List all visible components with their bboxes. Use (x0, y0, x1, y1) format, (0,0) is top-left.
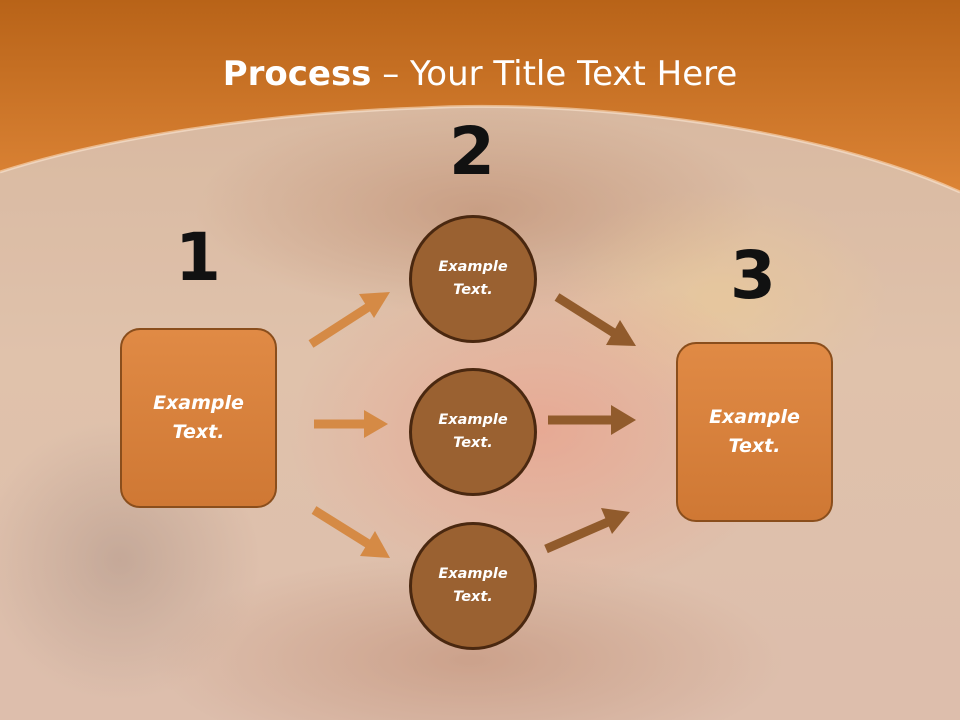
header-band (0, 0, 960, 194)
step-3-text: Example Text. (709, 406, 800, 457)
step-2-circle-middle-text: Example Text. (438, 412, 508, 451)
step-3-box[interactable]: Example Text. (676, 342, 833, 522)
step-2-circle-bottom-text: Example Text. (438, 566, 508, 605)
arrow-bottom-to-3 (544, 508, 630, 554)
page-title: Process – Your Title Text Here (0, 52, 960, 96)
arrow-1-to-middle (314, 410, 388, 438)
step-number-2: 2 (449, 113, 495, 190)
arrow-middle-to-3 (548, 405, 636, 435)
arrow-1-to-bottom (311, 506, 390, 558)
step-2-circle-bottom[interactable]: Example Text. (409, 522, 537, 650)
arrow-top-to-3 (554, 293, 636, 346)
arrow-1-to-top (308, 292, 390, 348)
step-1-text: Example Text. (153, 392, 244, 443)
step-number-1: 1 (175, 219, 221, 296)
title-rest: – Your Title Text Here (371, 54, 738, 94)
step-number-3: 3 (730, 237, 776, 314)
step-2-circle-middle[interactable]: Example Text. (409, 368, 537, 496)
step-2-circle-top-text: Example Text. (438, 259, 508, 298)
title-strong: Process (222, 54, 372, 94)
step-1-box[interactable]: Example Text. (120, 328, 277, 508)
step-2-circle-top[interactable]: Example Text. (409, 215, 537, 343)
